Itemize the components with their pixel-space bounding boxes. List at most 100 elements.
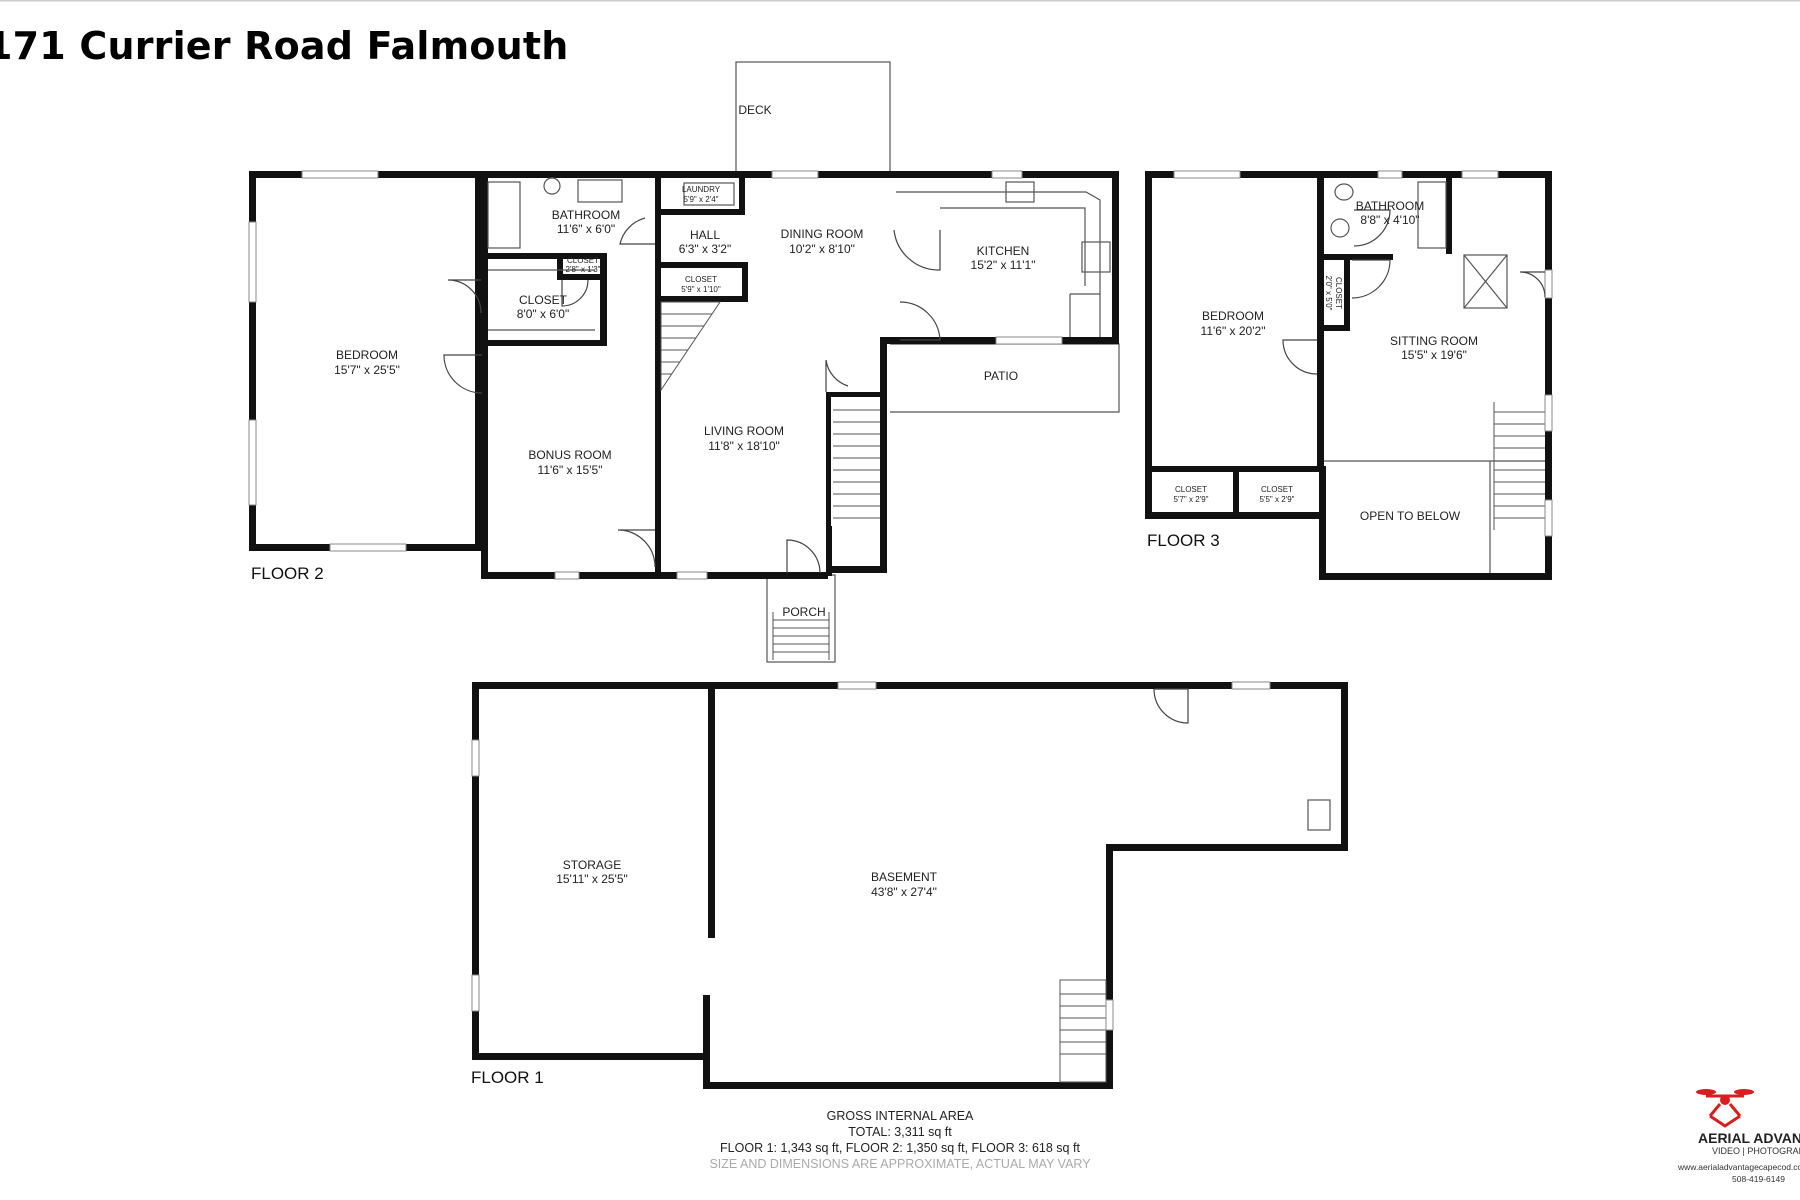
wall xyxy=(826,566,887,573)
wall xyxy=(472,1053,710,1060)
window xyxy=(1231,681,1271,690)
wall xyxy=(481,572,828,579)
kitchen-counter-inner xyxy=(940,207,1086,286)
room-name-laundry: LAUNDRY xyxy=(682,185,721,194)
window xyxy=(771,170,819,179)
door-swing xyxy=(561,279,589,307)
room-name-bathroom-f2: BATHROOM xyxy=(552,208,620,222)
window xyxy=(471,974,480,1012)
wall xyxy=(1317,254,1393,260)
room-dim-closet-small-f2: 2'8" x 1'3" xyxy=(566,265,601,274)
room-dim-kitchen: 15'2" x 11'1" xyxy=(971,258,1036,272)
wall xyxy=(655,296,748,302)
wall xyxy=(1545,171,1552,580)
window xyxy=(1173,170,1241,179)
wall xyxy=(472,682,479,1060)
wall xyxy=(739,171,745,215)
door-swing xyxy=(825,359,849,392)
utility-box xyxy=(1307,799,1331,831)
room-dim-closet-f3-vert: 2'0" x 5'0" xyxy=(1324,276,1333,311)
room-name-basement: BASEMENT xyxy=(871,870,938,884)
room-dim-closet-hall-f2: 5'9" x 1'10" xyxy=(681,285,721,294)
room-name-living-room: LIVING ROOM xyxy=(704,424,784,438)
room-name-closet-f3-b: CLOSET xyxy=(1261,485,1293,494)
area-total: TOTAL: 3,311 sq ft xyxy=(848,1125,952,1139)
wall xyxy=(1319,573,1552,580)
bathroom-sink-icon xyxy=(577,179,623,203)
wall xyxy=(1446,171,1452,254)
wall xyxy=(826,526,832,576)
floor-3-plan: BEDROOM 11'6" x 20'2" BATHROOM 8'8" x 4'… xyxy=(1145,170,1553,580)
room-dim-bathroom-f3: 8'8" x 4'10" xyxy=(1360,213,1419,227)
door-swing xyxy=(619,217,655,245)
floor-2-label: FLOOR 2 xyxy=(251,564,324,583)
floor-1-label: FLOOR 1 xyxy=(471,1068,544,1087)
room-dim-hall: 6'3" x 3'2" xyxy=(679,242,731,256)
laundry-machines-icon xyxy=(683,182,735,206)
wall xyxy=(655,171,661,579)
wall xyxy=(703,995,710,1089)
top-rule xyxy=(0,0,1800,2)
window xyxy=(1544,499,1553,537)
window xyxy=(554,571,580,580)
wall xyxy=(1319,468,1326,580)
door-swing xyxy=(1519,271,1546,298)
wall xyxy=(655,209,745,215)
wall xyxy=(1112,171,1119,341)
room-name-hall: HALL xyxy=(690,228,720,242)
toilet-icon xyxy=(543,177,561,195)
area-heading: GROSS INTERNAL AREA xyxy=(826,1109,974,1123)
basement-stairs xyxy=(1059,979,1107,1083)
room-name-storage: STORAGE xyxy=(563,858,621,872)
wall xyxy=(655,262,748,268)
wall xyxy=(481,340,607,346)
room-name-patio: PATIO xyxy=(984,369,1018,383)
room-name-sitting-room: SITTING ROOM xyxy=(1390,334,1478,348)
toilet-icon xyxy=(1334,183,1354,201)
room-name-open-to-below: OPEN TO BELOW xyxy=(1360,509,1461,523)
area-breakdown: FLOOR 1: 1,343 sq ft, FLOOR 2: 1,350 sq … xyxy=(720,1141,1080,1155)
floor-1-plan: STORAGE 15'11" x 25'5" BASEMENT 43'8" x … xyxy=(471,681,1348,1089)
door-swing xyxy=(893,229,941,271)
window xyxy=(1544,269,1553,299)
wall xyxy=(600,253,607,346)
page-title: 171 Currier Road Falmouth xyxy=(0,24,569,68)
room-name-porch: PORCH xyxy=(782,605,825,619)
skylight-icon xyxy=(1463,254,1508,309)
room-dim-living-room: 11'8" x 18'10" xyxy=(708,439,780,453)
deck-outline xyxy=(735,61,891,175)
floor-3-stairs xyxy=(1493,402,1545,530)
room-dim-storage: 15'11" x 25'5" xyxy=(556,872,628,886)
wall xyxy=(880,337,887,392)
door-swing xyxy=(1353,209,1391,247)
floor-3-label: FLOOR 3 xyxy=(1147,531,1220,550)
wall xyxy=(557,253,563,280)
wall xyxy=(742,262,748,302)
stove-icon xyxy=(1081,241,1111,273)
wall xyxy=(708,682,715,938)
door-swing xyxy=(443,354,483,394)
window xyxy=(676,571,708,580)
wall xyxy=(481,171,488,579)
porch-stairs xyxy=(772,612,830,660)
door-swing xyxy=(617,529,656,568)
window xyxy=(248,221,257,303)
room-dim-bonus-room: 11'6" x 15'5" xyxy=(538,463,603,477)
room-name-closet-small-f2: CLOSET xyxy=(567,256,599,265)
room-name-bedroom-f2: BEDROOM xyxy=(336,348,398,362)
room-name-bedroom-f3: BEDROOM xyxy=(1202,309,1264,323)
door-swing xyxy=(447,279,482,314)
logo-brand: AERIAL ADVANTAGE xyxy=(1698,1130,1800,1146)
wall xyxy=(472,682,1348,689)
floor-2-plan: DECK BEDROOM 15'7" x 25'5" BATHROOM 11'6… xyxy=(248,61,1120,663)
room-name-kitchen: KITCHEN xyxy=(977,244,1030,258)
bathtub-icon xyxy=(1417,181,1447,249)
room-name-closet-f2: CLOSET xyxy=(519,293,568,307)
logo-subtitle: VIDEO | PHOTOGRAPHY xyxy=(1712,1146,1800,1156)
wall xyxy=(1317,171,1324,472)
logo-phone: 508-419-6149 xyxy=(1732,1174,1785,1184)
kitchen-sink-icon xyxy=(1005,181,1035,203)
wall xyxy=(703,1082,1113,1089)
room-name-closet-hall-f2: CLOSET xyxy=(685,275,717,284)
room-name-deck: DECK xyxy=(738,103,771,117)
